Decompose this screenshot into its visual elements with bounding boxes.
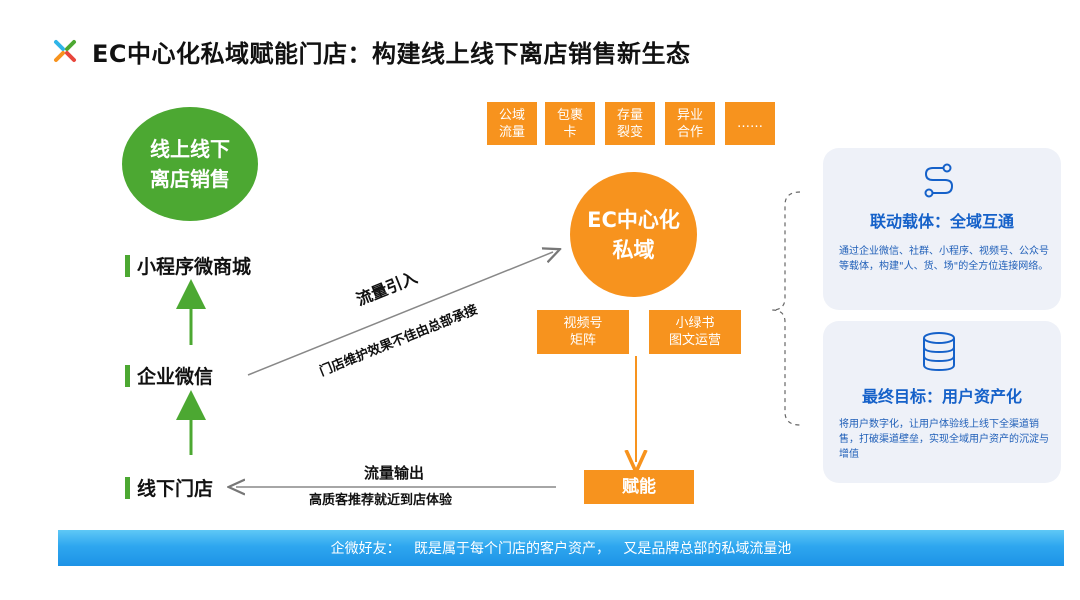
flow-out-title: 流量输出 [364, 464, 425, 482]
box-label: 异业 合作 [676, 107, 703, 140]
panel-desc: 将用户数字化，让用户体验线上线下全渠道销售，打破渠道壁垒，实现全域用户资产的沉淀… [839, 419, 1049, 460]
box-label: …… [737, 116, 763, 131]
green-marker [125, 365, 130, 387]
step-label: 小程序微商城 [137, 256, 252, 278]
traffic-source-more: …… [725, 102, 775, 145]
step-offline-store: 线下门店 [125, 474, 213, 501]
panel-desc: 通过企业微信、社群、小程序、视频号、公众号等载体，构建"人、货、场"的全方位连接… [839, 246, 1049, 272]
empower-label: 赋能 [622, 476, 656, 497]
box-label: 存量 裂变 [616, 107, 643, 140]
traffic-source-public: 公域 流量 [487, 102, 537, 145]
step-mini-program-mall: 小程序微商城 [125, 252, 251, 279]
bottom-banner-text: 企微好友： 既是属于每个门店的客户资产， 又是品牌总部的私域流量池 [330, 541, 792, 557]
step-enterprise-wechat: 企业微信 [125, 362, 213, 389]
bottom-banner: 企微好友： 既是属于每个门店的客户资产， 又是品牌总部的私域流量池 [58, 530, 1064, 566]
ec-private-domain-label: EC中心化 私域 [587, 207, 680, 262]
panel-bracket [771, 191, 801, 426]
box-label: 小绿书 图文运营 [668, 316, 721, 348]
step-label: 线下门店 [137, 478, 214, 500]
flow-in-arrow [247, 252, 553, 376]
traffic-source-package-card: 包裹 卡 [545, 102, 595, 145]
box-label: 公域 流量 [498, 107, 525, 140]
empower-box: 赋能 [584, 470, 694, 504]
flow-out-desc: 高质客推荐就近到店体验 [309, 493, 453, 508]
xiaohongshu-box: 小绿书 图文运营 [649, 310, 741, 354]
panel-linkage-carrier: 联动载体：全域互通 通过企业微信、社群、小程序、视频号、公众号等载体，构建"人、… [823, 148, 1061, 310]
database-icon [923, 332, 955, 372]
green-marker [125, 255, 130, 277]
step-label: 企业微信 [137, 366, 214, 388]
video-matrix-box: 视频号 矩阵 [537, 310, 629, 354]
traffic-source-cross-industry: 异业 合作 [665, 102, 715, 145]
box-label: 视频号 矩阵 [563, 316, 603, 348]
route-icon [924, 163, 954, 198]
page-title: EC中心化私域赋能门店：构建线上线下离店销售新生态 [92, 40, 691, 68]
panel-final-goal: 最终目标：用户资产化 将用户数字化，让用户体验线上线下全渠道销售，打破渠道壁垒，… [823, 321, 1061, 483]
box-label: 包裹 卡 [556, 107, 583, 140]
brand-logo-icon [54, 40, 76, 62]
panel-title: 联动载体：全域互通 [869, 212, 1014, 231]
panel-title: 最终目标：用户资产化 [861, 387, 1022, 406]
green-marker [125, 477, 130, 499]
ec-private-domain-circle: EC中心化 私域 [570, 172, 697, 297]
traffic-source-fission: 存量 裂变 [605, 102, 655, 145]
online-offline-sales-circle: 线上线下 离店销售 [122, 107, 258, 221]
online-offline-sales-label: 线上线下 离店销售 [150, 137, 230, 191]
